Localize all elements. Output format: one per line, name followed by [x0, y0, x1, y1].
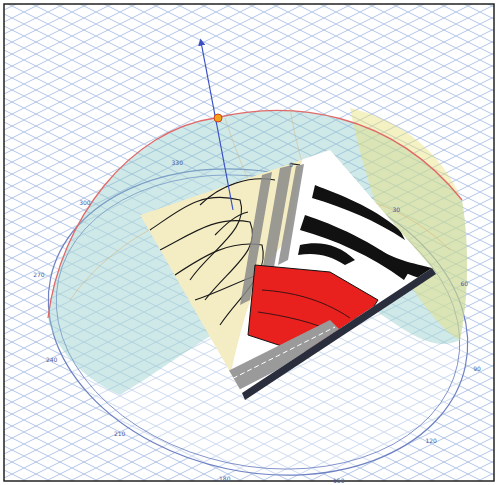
sun-position [214, 114, 222, 122]
compass-degree: 90 [473, 366, 481, 372]
plan-edge [242, 268, 436, 400]
compass-degree: 180 [219, 476, 230, 482]
compass-degree: 270 [33, 272, 44, 278]
compass-degree: 240 [46, 357, 57, 363]
compass-degree: 150 [333, 478, 344, 484]
sun-vector [201, 42, 233, 210]
compass-degree: 300 [79, 200, 90, 206]
compass-degree: 120 [425, 438, 436, 444]
compass-degree: 330 [172, 160, 183, 166]
compass-degree: 210 [114, 431, 125, 437]
compass-degree: 0 [289, 162, 293, 168]
compass-degree: 30 [393, 207, 401, 213]
compass-degree: 60 [461, 281, 469, 287]
site-plan [140, 150, 440, 410]
